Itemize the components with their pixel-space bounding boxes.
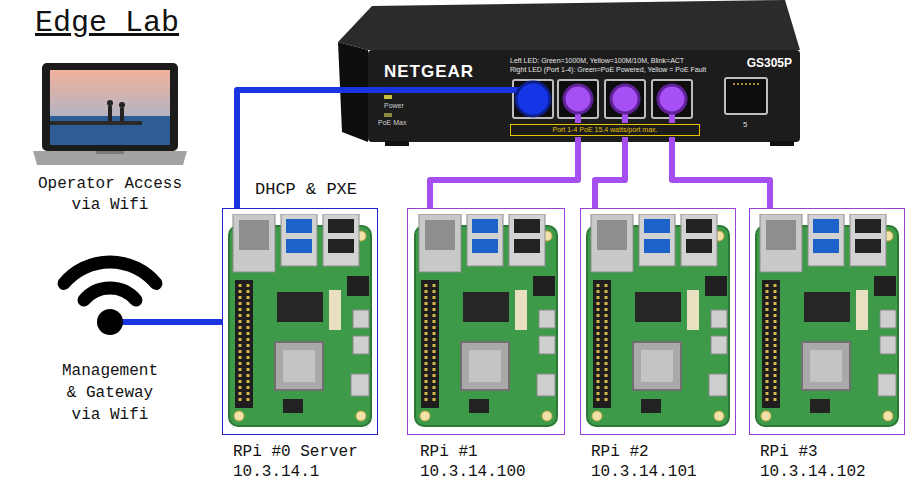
ethernet-port — [558, 80, 598, 118]
ethernet-port — [652, 80, 692, 118]
led-label: PoE Max — [378, 119, 406, 126]
connector — [165, 322, 222, 323]
screen-person — [120, 108, 124, 121]
wifi-node: Management & Gateway via Wifi — [55, 250, 165, 335]
switch-front-face — [368, 50, 800, 142]
wifi-arc — [64, 262, 156, 283]
brand-name: NETGEAR — [384, 62, 474, 82]
laptop-bezel — [42, 63, 178, 151]
rpi-worker-node: RPi #110.3.14.100 — [407, 208, 565, 435]
node-caption: RPi #210.3.14.101 — [581, 442, 737, 482]
wifi-arc — [84, 288, 136, 300]
rpi-worker-node: RPi #210.3.14.101 — [580, 208, 736, 435]
led-legend: Left LED: Green=1000M, Yellow=100M/10M, … — [510, 57, 684, 64]
poe-max-led — [384, 113, 392, 117]
led-label: Power — [384, 102, 404, 109]
blue-cable — [368, 87, 520, 93]
wifi-wire — [120, 319, 166, 325]
rpi-board — [587, 214, 729, 426]
node-text: 10.3.14.101 — [591, 462, 737, 482]
diagram-title: Edge Lab — [35, 6, 179, 40]
connector — [237, 90, 370, 208]
laptop-base — [33, 151, 187, 165]
connector-line — [430, 140, 578, 208]
rpi-board — [756, 214, 898, 426]
raspberry-pi-boards — [229, 214, 898, 426]
screen-person — [119, 102, 125, 108]
connector — [430, 140, 578, 208]
screen-person — [107, 100, 113, 106]
switch-node: NETGEAR GS305P Left LED: Green=1000M, Yell… — [370, 52, 800, 140]
node-text: RPi #2 — [591, 442, 737, 462]
switch-illustration — [338, 0, 800, 146]
node-text: 10.3.14.100 — [420, 462, 566, 482]
connector-line — [595, 140, 625, 208]
purple-plug — [564, 85, 592, 113]
annotation-label: DHCP & PXE — [253, 180, 359, 199]
connector — [672, 140, 770, 208]
node-text: 10.3.14.102 — [760, 462, 906, 482]
node-text: Operator Access via Wifi — [35, 174, 185, 216]
purple-plug — [658, 85, 686, 113]
ethernet-port — [725, 78, 767, 114]
poe-bar-label: Port 1-4 PoE 15.4 watts/port max. — [510, 124, 700, 136]
node-caption: Operator Access via Wifi — [35, 174, 185, 216]
port-number: 5 — [743, 120, 747, 129]
node-text: RPi #1 — [420, 442, 566, 462]
switch-foot — [770, 141, 794, 146]
rpi-board — [415, 214, 557, 426]
switch-foot — [385, 141, 409, 146]
laptop-illustration — [33, 63, 187, 165]
node-caption: RPi #0 Server10.3.14.1 — [223, 442, 379, 482]
node-text: 10.3.14.1 — [233, 462, 379, 482]
model-number: GS305P — [747, 56, 792, 70]
laptop-node: Operator Access via Wifi — [35, 62, 185, 166]
wifi-dot — [97, 309, 123, 335]
switch-top-face — [338, 0, 800, 50]
rpi-server-node: RPi #0 Server10.3.14.1 — [222, 208, 378, 435]
ethernet-port — [513, 80, 553, 118]
node-caption: RPi #310.3.14.102 — [750, 442, 906, 482]
node-text: RPi #3 — [760, 442, 906, 462]
power-led — [384, 95, 392, 99]
led-legend: Right LED (Port 1-4): Green=PoE Powered,… — [510, 66, 706, 73]
rpi-board — [229, 214, 371, 426]
node-text: RPi #0 Server — [233, 442, 379, 462]
node-caption: RPi #110.3.14.100 — [408, 442, 566, 482]
laptop-notch — [96, 151, 124, 154]
node-text: Management & Gateway via Wifi — [55, 360, 165, 426]
connector-line — [672, 140, 770, 208]
screen-person — [108, 106, 112, 121]
ethernet-port — [605, 80, 645, 118]
connector-line — [165, 319, 222, 325]
wifi-symbol — [64, 262, 166, 335]
screen-dock — [50, 121, 142, 125]
rpi-worker-node: RPi #310.3.14.102 — [749, 208, 905, 435]
purple-plug — [611, 85, 639, 113]
laptop-screen — [50, 70, 170, 145]
port-contacts — [733, 83, 759, 85]
connector-line — [237, 90, 370, 208]
blue-plug — [516, 82, 550, 116]
connector — [595, 140, 625, 208]
node-caption: Management & Gateway via Wifi — [55, 360, 165, 426]
